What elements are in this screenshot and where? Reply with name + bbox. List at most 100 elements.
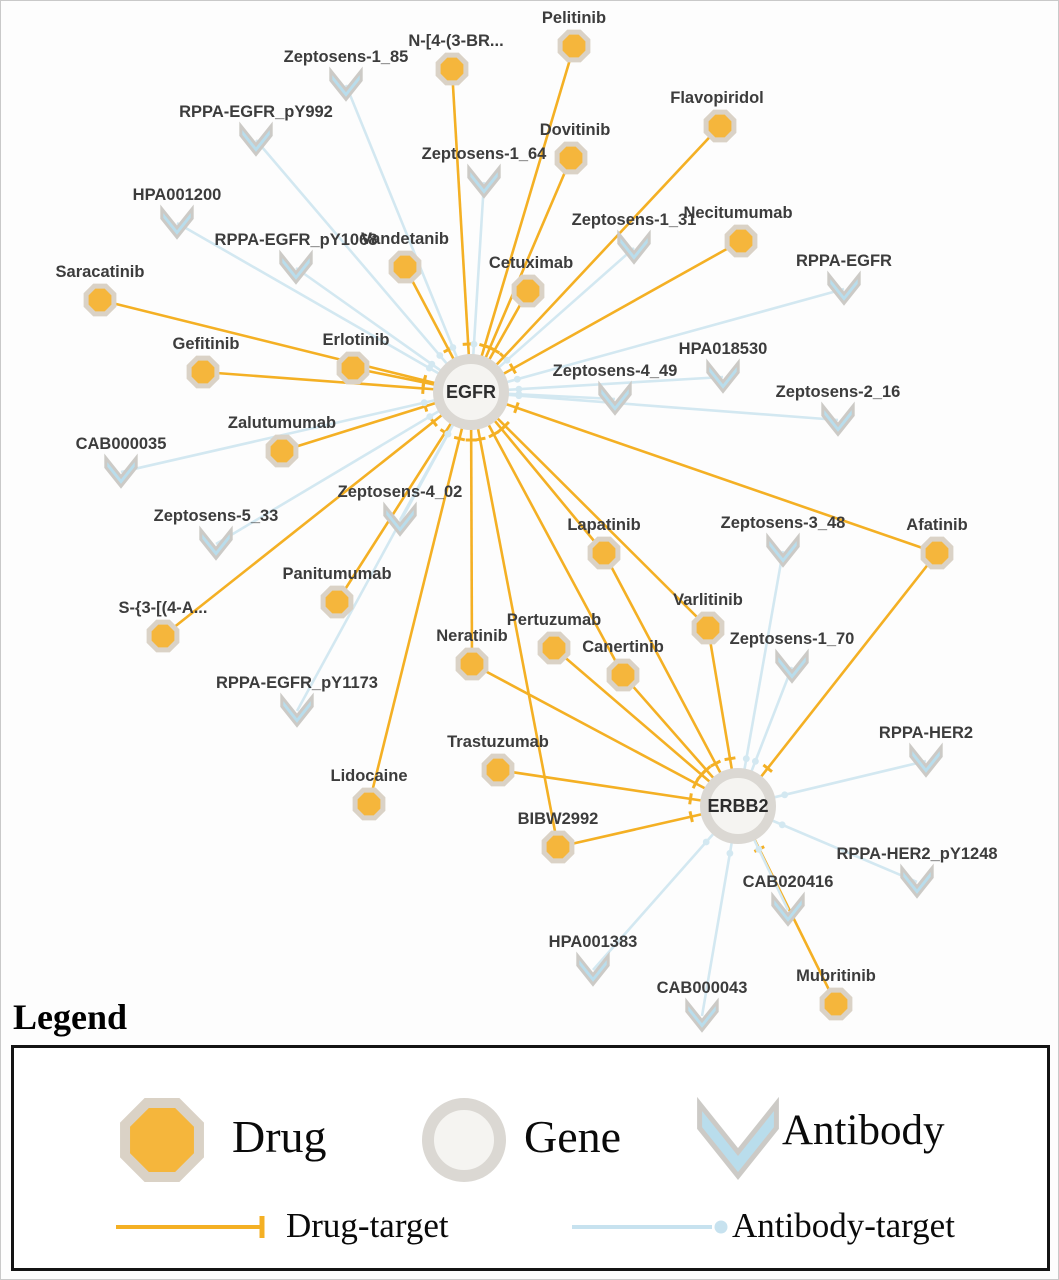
antibody-target-dot: [742, 755, 750, 763]
drug-target-tee: [474, 436, 486, 442]
antibody-node-zeptosens_1_31[interactable]: [617, 229, 651, 265]
antibody-target-dot: [426, 413, 434, 420]
node-label-lapatinib: Lapatinib: [567, 516, 640, 534]
drug-node-erlotinib[interactable]: [336, 351, 370, 385]
drug-target-tee: [508, 363, 517, 375]
antibody-node-zeptosens_1_64[interactable]: [467, 163, 501, 199]
node-label-zalutumumab: Zalutumumab: [228, 414, 336, 432]
drug-edge: [335, 391, 473, 603]
antibody-node-zeptosens_4_49[interactable]: [598, 380, 632, 416]
drug-edge: [469, 391, 625, 676]
antibody-node-rppa_egfr_py992[interactable]: [239, 121, 273, 157]
antibody-node-zeptosens_1_70[interactable]: [775, 648, 809, 684]
drug-node-afatinib[interactable]: [920, 536, 954, 570]
drug-node-vandetanib[interactable]: [388, 250, 422, 284]
antibody-edge: [736, 550, 785, 807]
antibody-node-rppa_egfr_py1068[interactable]: [279, 249, 313, 285]
antibody-node-zeptosens_2_16[interactable]: [821, 401, 855, 437]
network-diagram: PelitinibN-[4-(3-BR...FlavopiridolDoviti…: [56, 9, 998, 1033]
antibody-node-hpa018530[interactable]: [706, 358, 740, 394]
drug-target-tee: [488, 430, 500, 439]
drug-node-n4_3br[interactable]: [435, 52, 469, 86]
drug-node-lapatinib[interactable]: [587, 536, 621, 570]
antibody-node-cab000035[interactable]: [104, 453, 138, 489]
drug-node-saracatinib[interactable]: [83, 283, 117, 317]
node-label-pelitinib: Pelitinib: [542, 9, 606, 27]
antibody-target-dot: [778, 821, 786, 829]
drug-node-pertuzumab[interactable]: [537, 631, 571, 665]
antibody-target-dot: [781, 791, 789, 799]
drug-node-cetuximab[interactable]: [511, 274, 545, 308]
node-label-s3_4a: S-{3-[(4-A...: [119, 599, 208, 617]
node-label-zeptosens_1_70: Zeptosens-1_70: [730, 630, 855, 648]
drug-target-tee: [691, 777, 700, 789]
antibody-node-zeptosens_3_48[interactable]: [766, 532, 800, 568]
node-label-dovitinib: Dovitinib: [540, 121, 611, 139]
drug-edge: [367, 391, 473, 805]
drug-edge: [497, 768, 739, 808]
drug-edge: [470, 125, 721, 393]
antibody-node-rppa_her2[interactable]: [909, 742, 943, 778]
antibody-edge: [176, 221, 472, 394]
drug-node-necitumumab[interactable]: [724, 224, 758, 258]
node-label-necitumumab: Necitumumab: [683, 204, 792, 222]
node-label-zeptosens_4_02: Zeptosens-4_02: [338, 483, 463, 501]
drug-node-s3_4a[interactable]: [146, 619, 180, 653]
drug-node-gefitinib[interactable]: [186, 355, 220, 389]
node-label-zeptosens_1_64: Zeptosens-1_64: [422, 145, 548, 163]
antibody-node-hpa001200[interactable]: [160, 204, 194, 240]
antibody-node-cab020416[interactable]: [771, 891, 805, 927]
legend-drug-label: Drug: [232, 1111, 327, 1162]
drug-node-panitumumab[interactable]: [320, 585, 354, 619]
node-label-rppa_her2_py1248: RPPA-HER2_pY1248: [836, 845, 997, 863]
node-label-bibw2992: BIBW2992: [518, 810, 599, 828]
antibody-node-cab000043[interactable]: [685, 997, 719, 1033]
node-label-cetuximab: Cetuximab: [489, 254, 573, 272]
gene-node-egfr[interactable]: [433, 354, 509, 430]
gene-node-erbb2[interactable]: [700, 768, 776, 844]
node-label-zeptosens_4_49: Zeptosens-4_49: [553, 362, 678, 380]
legend-title: Legend: [13, 997, 128, 1037]
antibody-node-rppa_her2_py1248[interactable]: [900, 863, 934, 899]
legend-antibody-label: Antibody: [782, 1107, 945, 1154]
node-label-panitumumab: Panitumumab: [282, 565, 391, 583]
antibody-target-dot: [436, 352, 444, 359]
drug-node-bibw2992[interactable]: [541, 830, 575, 864]
node-label-rppa_egfr_py1068: RPPA-EGFR_pY1068: [215, 231, 378, 249]
drug-node-varlitinib[interactable]: [691, 611, 725, 645]
label-layer: PelitinibN-[4-(3-BR...FlavopiridolDoviti…: [56, 9, 998, 997]
antibody-target-dot: [444, 430, 452, 438]
drug-node-neratinib[interactable]: [455, 647, 489, 681]
drug-target-tee: [696, 769, 707, 780]
antibody-node-hpa001383[interactable]: [576, 951, 610, 987]
drug-edge: [470, 390, 938, 555]
antibody-node-rppa_egfr[interactable]: [827, 270, 861, 306]
drug-node-trastuzumab[interactable]: [481, 753, 515, 787]
antibody-node-rppa_egfr_py1173[interactable]: [280, 692, 314, 728]
antibody-edge: [295, 391, 473, 712]
antibody-target-dot: [428, 360, 436, 368]
drug-node-canertinib[interactable]: [606, 658, 640, 692]
node-label-cab000043: CAB000043: [657, 979, 748, 997]
drug-target-tee: [709, 759, 722, 768]
drug-node-dovitinib[interactable]: [554, 141, 588, 175]
antibody-edge: [120, 390, 472, 474]
drug-node-zalutumumab[interactable]: [265, 434, 299, 468]
drug-node-mubritinib[interactable]: [819, 987, 853, 1021]
drug-node-flavopiridol[interactable]: [703, 109, 737, 143]
antibody-node-zeptosens_5_33[interactable]: [199, 525, 233, 561]
antibody-target-dot: [513, 375, 521, 383]
drug-node-lidocaine[interactable]: [352, 787, 386, 821]
antibody-node-zeptosens_4_02[interactable]: [383, 501, 417, 537]
antibody-node-zeptosens_1_85[interactable]: [329, 66, 363, 102]
drug-icon: [120, 1098, 204, 1182]
legend-antibody-target-label: Antibody-target: [732, 1206, 955, 1245]
legend-drug-target-label: Drug-target: [286, 1206, 449, 1245]
antibody-target-dot: [515, 392, 523, 400]
antibody-target-dot: [470, 340, 478, 348]
gene-label-erbb2: ERBB2: [707, 796, 768, 816]
node-label-vandetanib: Vandetanib: [361, 230, 449, 248]
drug-edge: [471, 662, 739, 808]
drug-node-pelitinib[interactable]: [557, 29, 591, 63]
